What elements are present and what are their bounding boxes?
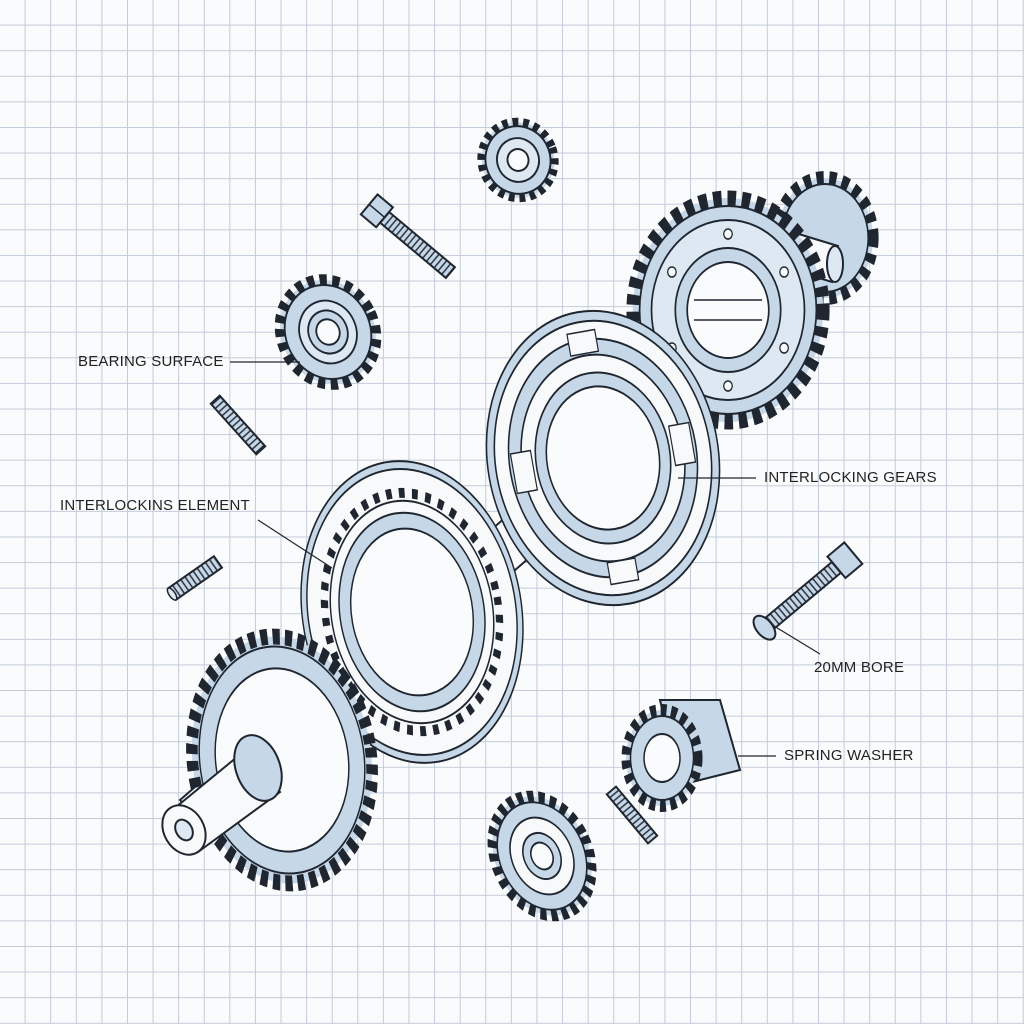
top-bolt [359, 193, 457, 280]
front-bearing [300, 460, 524, 764]
set-screw-left [166, 554, 224, 602]
bottom-bearing-gear [487, 790, 597, 922]
label-spring-washer: SPRING WASHER [784, 747, 914, 764]
right-bolt [752, 541, 864, 641]
leader-bore [773, 625, 821, 655]
label-interlocking-gears: INTERLOCKING GEARS [764, 469, 937, 486]
leader-lines [230, 361, 821, 757]
spring-washer-gear [621, 699, 742, 812]
bearing-surface-gear [274, 274, 382, 390]
set-screw-lower-right [605, 785, 659, 845]
leader-interlocking-element [257, 519, 333, 569]
front-shaft-end [161, 734, 283, 856]
back-housing-ring [485, 309, 721, 607]
large-flange-gear [626, 190, 830, 430]
label-bearing-surface: BEARING SURFACE [78, 353, 224, 370]
label-interlocking-element: INTERLOCKINS ELEMENT [60, 497, 250, 514]
label-bore: 20MM BORE [814, 659, 905, 676]
small-top-gear [477, 117, 559, 203]
set-screw-upper-left [209, 394, 267, 456]
